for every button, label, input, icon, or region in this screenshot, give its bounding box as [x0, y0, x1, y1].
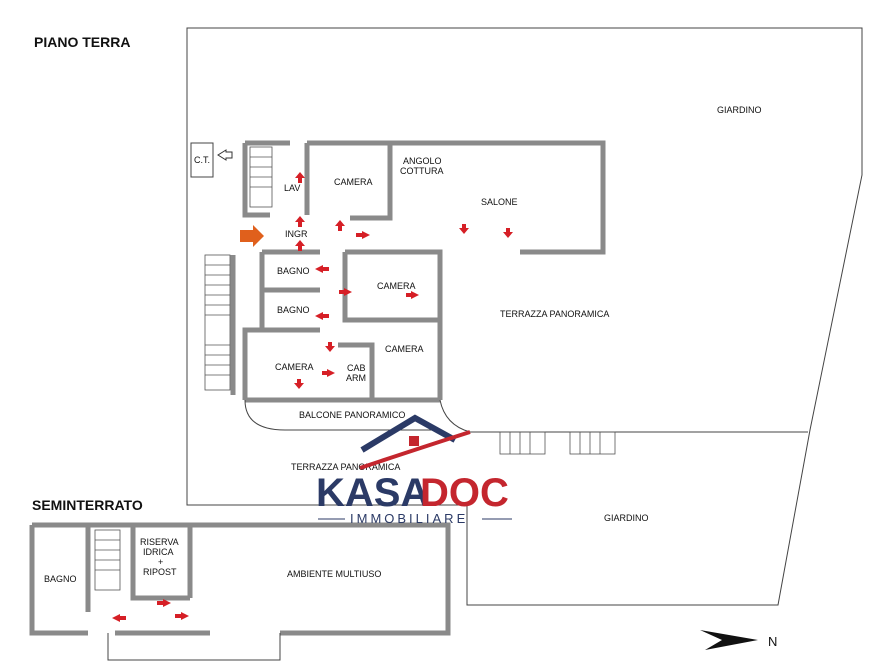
floor-title-basement: SEMINTERRATO: [32, 497, 143, 513]
room-ambiente-multiuso: AMBIENTE MULTIUSO: [287, 569, 381, 579]
compass-arrow-icon: [700, 630, 758, 650]
compass-north-label: N: [768, 634, 777, 649]
direction-arrows: [112, 172, 513, 622]
entrance-arrow: [240, 225, 264, 247]
room-riserva-line3: +: [158, 557, 163, 567]
room-cab-arm-line2: ARM: [346, 373, 366, 383]
kasadoc-logo: KASA DOC IMMOBILIARE: [316, 414, 512, 526]
room-angolo-cottura-line2: COTTURA: [400, 166, 444, 176]
room-giardino-bottom: GIARDINO: [604, 513, 649, 523]
floor-title-ground: PIANO TERRA: [34, 34, 130, 50]
room-riserva-line1: RISERVA: [140, 537, 179, 547]
garden-boundary: [186, 27, 863, 606]
ground-floor-walls: [190, 140, 808, 433]
room-camera-1: CAMERA: [334, 177, 373, 187]
room-ingr: INGR: [285, 229, 308, 239]
basement-walls: [29, 522, 451, 661]
room-terrazza-panoramica-1: TERRAZZA PANORAMICA: [500, 309, 609, 319]
room-bagno-2: BAGNO: [277, 305, 310, 315]
logo-subtitle: IMMOBILIARE: [350, 511, 468, 526]
logo-roof-icon: [360, 414, 457, 453]
room-riserva-line2: IDRICA: [143, 547, 174, 557]
room-camera-2: CAMERA: [377, 281, 416, 291]
room-camera-3: CAMERA: [385, 344, 424, 354]
room-riserva-line4: RIPOST: [143, 567, 177, 577]
ct-arrow-icon: [217, 149, 233, 161]
room-salone: SALONE: [481, 197, 518, 207]
room-angolo-cottura-line1: ANGOLO: [403, 156, 442, 166]
room-balcone-panoramico: BALCONE PANORAMICO: [299, 410, 405, 420]
room-bagno-basement: BAGNO: [44, 574, 77, 584]
stairs: [94, 146, 616, 591]
logo-text-doc: DOC: [420, 471, 509, 515]
room-ct: C.T.: [194, 155, 210, 165]
room-giardino-top: GIARDINO: [717, 105, 762, 115]
logo-window-icon: [409, 436, 419, 446]
room-cab-arm-line1: CAB: [347, 363, 366, 373]
room-camera-4: CAMERA: [275, 362, 314, 372]
logo-text-kasa: KASA: [316, 471, 429, 515]
room-terrazza-panoramica-2: TERRAZZA PANORAMICA: [291, 462, 400, 472]
room-lav: LAV: [284, 183, 300, 193]
compass: N: [700, 630, 777, 650]
room-bagno-1: BAGNO: [277, 266, 310, 276]
logo-swoosh-icon: [359, 430, 471, 470]
